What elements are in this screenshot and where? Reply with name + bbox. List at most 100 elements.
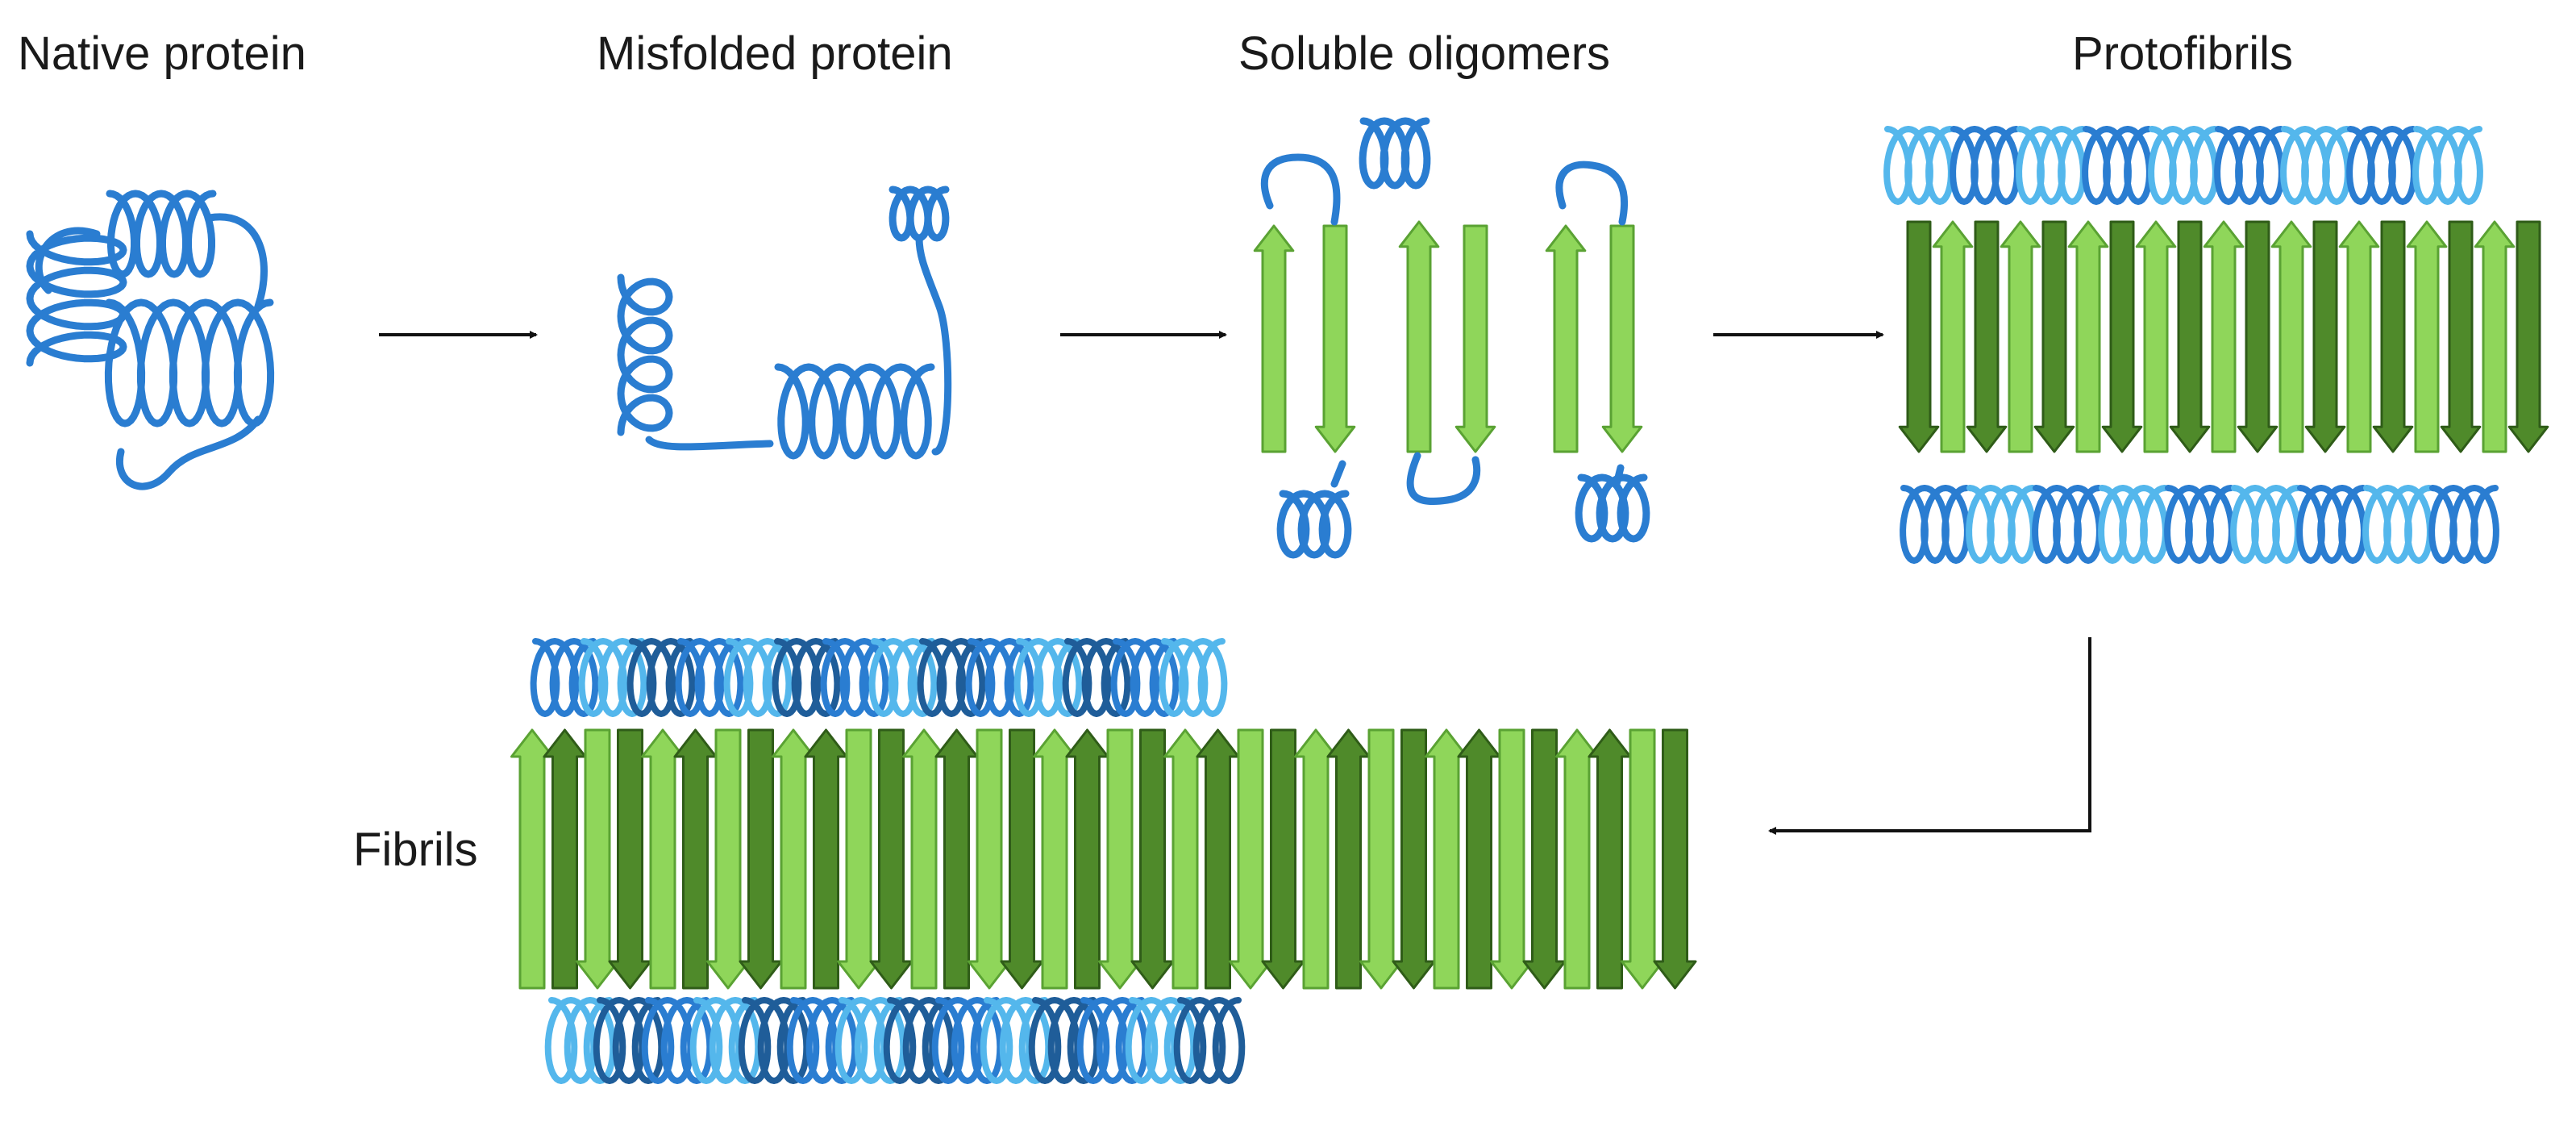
protofibril-bottom-coil (2296, 485, 2367, 564)
misfolded-protein-figure (617, 186, 952, 460)
oligomer-strand (1545, 224, 1587, 453)
misfolded-linker-1 (645, 436, 774, 451)
protofibril-bottom-coil (2032, 485, 2103, 564)
fibril-strand (1653, 728, 1697, 990)
oligomer-helix (1359, 117, 1431, 190)
protofibrils-label: Protofibrils (2072, 27, 2293, 80)
protofibril-bottom-coil (1966, 485, 2037, 564)
fibril-strand (934, 728, 979, 990)
native-helix-left (26, 230, 127, 367)
misfolded-protein-label: Misfolded protein (597, 27, 953, 80)
fibril-strand (543, 728, 587, 990)
fibril-bottom-coil (980, 997, 1052, 1084)
fibril-strand (1621, 728, 1664, 990)
fibril-bottom-coil (883, 997, 955, 1084)
protofibril-top-coil (2016, 126, 2087, 205)
oligomer-loop (1330, 460, 1346, 488)
fibril-top-coil (965, 638, 1034, 717)
oligomer-loop (1260, 153, 1341, 226)
fibril-bottom-coil (834, 997, 907, 1084)
protofibril-strand (1898, 220, 1940, 453)
elbow-arrow-icon (1768, 637, 2091, 835)
native-helix-top (106, 190, 217, 278)
protofibril-strand (2101, 220, 2143, 453)
fibril-bottom-coil (1125, 997, 1197, 1084)
protofibril-strand (2169, 220, 2211, 453)
fibril-strand (1163, 728, 1207, 990)
oligomer-strand (1398, 220, 1440, 453)
protofibrils-figure (1883, 126, 2549, 564)
fibril-strand (1490, 728, 1534, 990)
protofibril-top-coil (2148, 126, 2219, 205)
oligomer-strand (1454, 224, 1496, 453)
protofibril-strand (2135, 220, 2177, 453)
native-loop-2 (116, 415, 262, 490)
fibril-top-coil (820, 638, 889, 717)
fibril-strand (869, 728, 913, 990)
fibril-strand (804, 728, 848, 990)
fibril-bottom-coil (786, 997, 859, 1084)
fibril-top-coil (723, 638, 793, 717)
protofibril-bottom-coil (1900, 485, 1970, 564)
pathway-arrows (379, 331, 2091, 835)
misfolded-helix-left (617, 273, 673, 436)
fibril-top-coil (530, 638, 599, 717)
protofibril-top-coil (2412, 126, 2483, 205)
fibril-strand (673, 728, 718, 990)
protofibril-strand (2372, 220, 2414, 453)
protofibril-strand (2440, 220, 2482, 453)
protofibril-strand (2406, 220, 2448, 453)
protofibril-strand (2033, 220, 2075, 453)
protofibril-top-coil (2280, 126, 2351, 205)
fibril-strand (510, 728, 554, 990)
fibril-strand (902, 728, 946, 990)
fibril-bottom-coil (1173, 997, 1246, 1084)
fibril-strand (1457, 728, 1501, 990)
protofibril-top-coil (2346, 126, 2417, 205)
fibril-strand (1359, 728, 1403, 990)
soluble-oligomers-label: Soluble oligomers (1238, 27, 1611, 80)
protofibril-strand (2237, 220, 2278, 453)
fibril-top-coil (1013, 638, 1083, 717)
fibril-top-coil (868, 638, 938, 717)
fibril-strand (1196, 728, 1240, 990)
fibril-strand (608, 728, 652, 990)
protofibril-bottom-coil (2098, 485, 2169, 564)
fibril-strand (1000, 728, 1044, 990)
fibril-bottom-coil (689, 997, 762, 1084)
misfolded-linker-2 (915, 234, 952, 456)
fibril-strand (1033, 728, 1076, 990)
native-protein-label: Native protein (18, 27, 306, 80)
protofibril-bottom-coil (2428, 485, 2499, 564)
protofibril-bottom-coil (2230, 485, 2301, 564)
protofibril-strand (2304, 220, 2346, 453)
fibril-top-coil (675, 638, 744, 717)
fibril-strand (641, 728, 685, 990)
protofibril-strand (2067, 220, 2109, 453)
protofibril-top-coil (1950, 126, 2020, 205)
oligomer-strand (1601, 224, 1643, 453)
fibril-strand (1588, 728, 1632, 990)
fibril-strand (1555, 728, 1599, 990)
fibril-strand (1098, 728, 1142, 990)
fibril-strand (772, 728, 815, 990)
native-protein-figure (26, 190, 275, 490)
fibril-strand (1065, 728, 1109, 990)
oligomer-loop (1406, 452, 1481, 505)
protofibril-top-coil (2082, 126, 2153, 205)
fibril-strand (1392, 728, 1436, 990)
fibril-strand (739, 728, 783, 990)
fibril-strand (1130, 728, 1175, 990)
fibril-top-coil (1159, 638, 1228, 717)
fibril-top-coil (1110, 638, 1180, 717)
fibril-strand (1425, 728, 1468, 990)
oligomer-helix (1575, 473, 1650, 543)
protofibril-bottom-coil (2362, 485, 2433, 564)
protofibril-strand (2270, 220, 2312, 453)
fibril-strand (576, 728, 619, 990)
fibril-strand (837, 728, 880, 990)
protofibril-strand (2000, 220, 2041, 453)
oligomer-strand (1314, 224, 1356, 453)
fibril-strand (1326, 728, 1371, 990)
